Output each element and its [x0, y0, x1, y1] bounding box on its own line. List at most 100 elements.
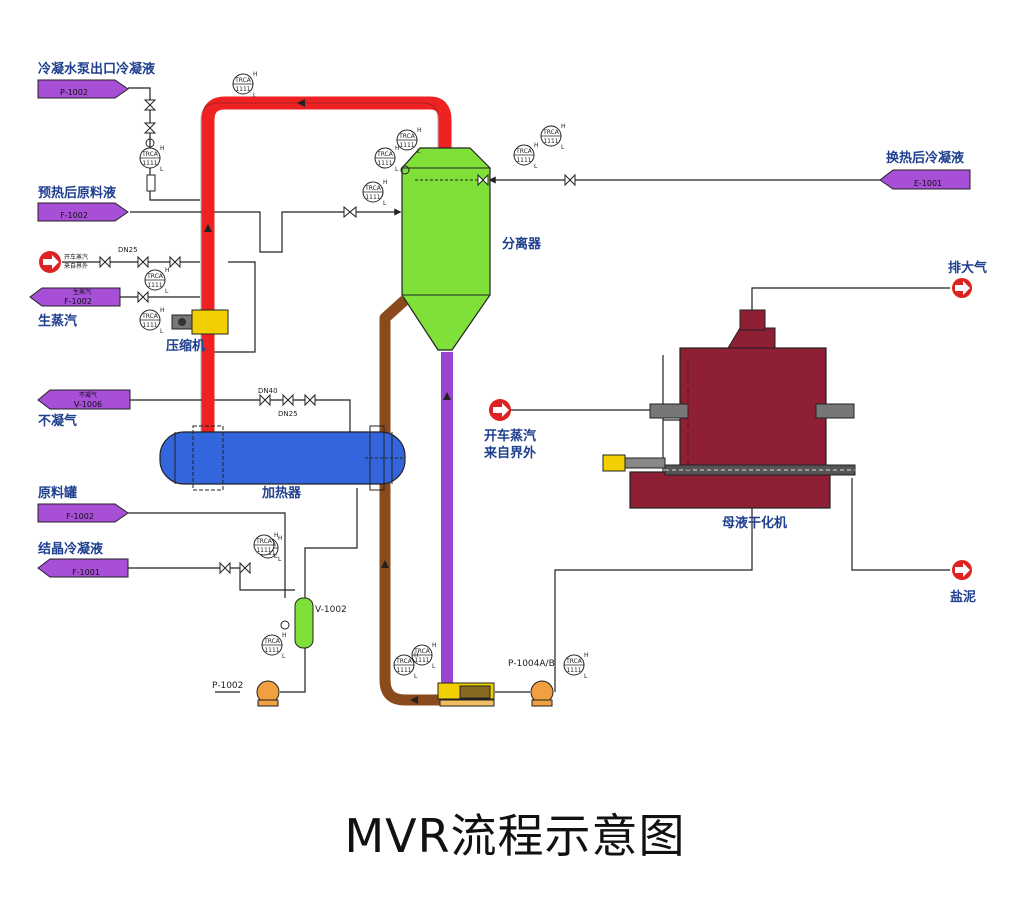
svg-text:TRCA: TRCA: [255, 538, 273, 545]
label-salt-mud: 盐泥: [950, 589, 976, 605]
svg-text:L: L: [534, 163, 538, 170]
svg-text:H: H: [414, 652, 419, 659]
vessel-v1002: [294, 597, 314, 649]
instrument-icon: TRCA 1111 H L: [563, 652, 589, 680]
arrow-tag-preheated-feed: F-1002: [37, 202, 129, 222]
arrow-tag-text: V-1006: [74, 400, 102, 409]
svg-text:TRCA: TRCA: [141, 313, 159, 320]
sight-glass-icon: [146, 174, 156, 192]
arrow-tag-small-text: 生蒸汽: [73, 288, 91, 296]
svg-text:TRCA: TRCA: [263, 638, 281, 645]
svg-text:1111: 1111: [256, 547, 271, 554]
svg-text:TRCA: TRCA: [398, 133, 416, 140]
vapor-line: [201, 96, 452, 432]
svg-text:H: H: [395, 145, 400, 152]
dryer: [602, 309, 856, 509]
svg-text:TRCA: TRCA: [376, 151, 394, 158]
circulation-pump: [437, 682, 495, 707]
instrument-icon: TRCA 1111 H L: [139, 307, 165, 335]
svg-text:H: H: [160, 145, 165, 152]
label-startup-steam-small-1: 开车蒸汽: [64, 253, 88, 261]
svg-text:H: H: [417, 127, 422, 134]
valve-icon: [99, 99, 576, 575]
svg-text:TRCA: TRCA: [364, 185, 382, 192]
svg-text:L: L: [160, 328, 164, 335]
svg-text:1111: 1111: [264, 647, 279, 654]
svg-text:H: H: [165, 267, 170, 274]
svg-text:TRCA: TRCA: [395, 658, 413, 665]
label-startup-steam-1: 开车蒸汽: [484, 428, 536, 444]
svg-text:TRCA: TRCA: [413, 648, 431, 655]
labels: 冷凝水泵出口冷凝液 预热后原料液 生蒸汽 压缩机 不凝气 原料罐 结晶冷凝液 分…: [38, 61, 987, 691]
arrow-tag-text: P-1002: [60, 88, 88, 97]
instrument-icon: TRCA 1111 H L: [513, 142, 539, 170]
arrow-tag-text: E-1001: [914, 179, 942, 188]
arrow-tag-text: F-1001: [72, 568, 100, 577]
instrument-icon: TRCA 1111 H L: [253, 532, 279, 560]
arrow-tag-text: F-1002: [64, 297, 92, 306]
svg-text:L: L: [278, 556, 282, 563]
svg-text:1111: 1111: [399, 142, 414, 149]
svg-text:H: H: [561, 123, 566, 130]
tag-dn40: DN40: [258, 387, 278, 395]
tag-p1004: P-1004A/B: [508, 659, 555, 669]
arrow-tag-text: F-1002: [66, 512, 94, 521]
exit-icon: [39, 251, 61, 273]
arrow-tag-condensate-pump: P-1002: [37, 79, 129, 99]
label-separator: 分离器: [502, 236, 542, 252]
svg-text:H: H: [274, 532, 279, 539]
svg-text:H: H: [584, 652, 589, 659]
label-condensate-pump-outlet: 冷凝水泵出口冷凝液: [38, 61, 155, 77]
compressor: [171, 309, 229, 335]
svg-text:H: H: [383, 179, 388, 186]
label-vent: 排大气: [948, 260, 987, 276]
separator: [401, 147, 491, 351]
svg-text:L: L: [417, 148, 421, 155]
arrow-tag-exchanged-condensate: E-1001: [879, 169, 971, 190]
svg-text:TRCA: TRCA: [141, 151, 159, 158]
heater: [159, 425, 406, 491]
svg-text:H: H: [160, 307, 165, 314]
label-noncondensable: 不凝气: [38, 413, 77, 429]
svg-text:TRCA: TRCA: [234, 77, 252, 84]
svg-text:1111: 1111: [235, 86, 250, 93]
svg-text:1111: 1111: [516, 157, 531, 164]
label-heater: 加热器: [261, 485, 302, 501]
exit-icon: [952, 560, 972, 580]
svg-text:L: L: [561, 144, 565, 151]
tag-v1002: V-1002: [315, 605, 347, 615]
arrow-tag-noncondensable: 不凝气 V-1006: [37, 389, 131, 410]
svg-text:1111: 1111: [365, 194, 380, 201]
control-valve-icon: [145, 138, 410, 630]
svg-text:TRCA: TRCA: [146, 273, 164, 280]
svg-text:1111: 1111: [142, 322, 157, 329]
arrow-tag-text: F-1002: [60, 211, 88, 220]
tag-p1002: P-1002: [212, 681, 243, 691]
svg-text:H: H: [534, 142, 539, 149]
svg-text:1111: 1111: [566, 667, 581, 674]
svg-text:1111: 1111: [543, 138, 558, 145]
svg-text:L: L: [584, 673, 588, 680]
label-feed-tank: 原料罐: [38, 485, 77, 501]
tag-dn25-mid: DN25: [278, 410, 298, 418]
label-raw-steam: 生蒸汽: [38, 313, 77, 329]
svg-text:1111: 1111: [396, 667, 411, 674]
svg-text:TRCA: TRCA: [515, 148, 533, 155]
label-startup-steam-2: 来自界外: [483, 445, 536, 461]
page-title: MVR流程示意图: [344, 809, 686, 863]
svg-text:TRCA: TRCA: [565, 658, 583, 665]
svg-text:L: L: [253, 92, 257, 99]
svg-text:H: H: [432, 642, 437, 649]
arrow-tag-feed-tank: F-1002: [37, 503, 129, 523]
label-startup-steam-small-2: 来自界外: [64, 262, 88, 270]
